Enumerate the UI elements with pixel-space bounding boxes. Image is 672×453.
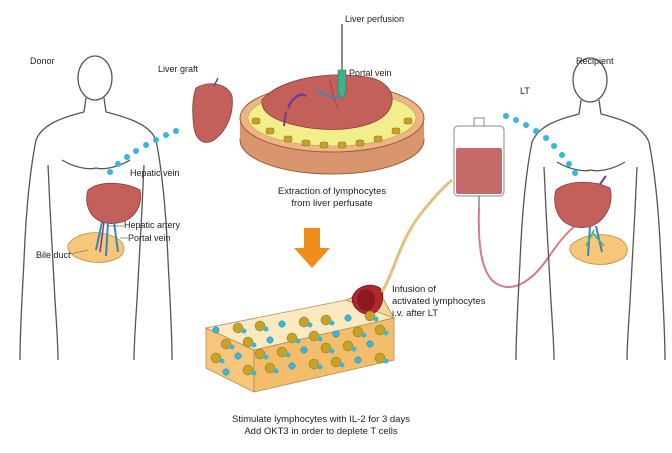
- cell-blue: [230, 345, 235, 350]
- cell-gold: [221, 339, 231, 349]
- extraction-caption-line-1: Extraction of lymphocytes: [232, 186, 432, 198]
- stimulation-caption-line-1: Stimulate lymphocytes with IL-2 for 3 da…: [156, 414, 486, 426]
- cell-blue: [384, 359, 389, 364]
- perfusion-dish: [240, 75, 424, 174]
- perfusion-needle: [338, 24, 346, 100]
- bile-duct-label: Bile duct: [36, 250, 71, 261]
- recipient-label: Recipient: [576, 56, 614, 67]
- portal-vein-left-label: Portal vein: [128, 233, 171, 244]
- extraction-caption-line-2: from liver perfusate: [232, 198, 432, 210]
- cell-blue: [340, 363, 345, 368]
- cell-blue: [345, 315, 351, 321]
- cell-gold: [255, 349, 265, 359]
- cell-gold: [243, 337, 253, 347]
- cell-blue: [301, 347, 307, 353]
- cell-gold: [353, 327, 363, 337]
- cell-gold: [211, 353, 221, 363]
- infusion-caption-line-1: Infusion of: [392, 284, 522, 296]
- cell-blue: [330, 349, 335, 354]
- hepatic-vein-label: Hepatic vein: [130, 168, 180, 179]
- cell-gold: [375, 353, 385, 363]
- infusion-caption: Infusion of activated lymphocytes i.v. a…: [392, 284, 522, 320]
- cell-blue: [286, 353, 291, 358]
- perfused-liver: [262, 75, 392, 130]
- cell-gold: [343, 341, 353, 351]
- extraction-caption: Extraction of lymphocytes from liver per…: [232, 186, 432, 210]
- cell-blue: [362, 333, 367, 338]
- stimulation-caption: Stimulate lymphocytes with IL-2 for 3 da…: [156, 414, 486, 438]
- cell-blue: [274, 369, 279, 374]
- cell-blue: [252, 343, 257, 348]
- cell-blue: [330, 321, 335, 326]
- cell-gold: [375, 325, 385, 335]
- cell-blue: [355, 357, 361, 363]
- cell-blue: [213, 327, 219, 333]
- cell-gold: [321, 343, 331, 353]
- cell-blue: [252, 371, 257, 376]
- cell-blue: [374, 317, 379, 322]
- infusion-caption-line-3: i.v. after LT: [392, 308, 522, 320]
- liver-graft-label: Liver graft: [158, 64, 198, 75]
- cell-gold: [265, 363, 275, 373]
- cell-gold: [331, 357, 341, 367]
- liver-perfusion-label: Liver perfusion: [345, 14, 404, 25]
- cell-blue: [235, 353, 241, 359]
- hepatic-artery-label: Hepatic artery: [124, 220, 180, 231]
- cell-blue: [242, 329, 247, 334]
- cell-blue: [318, 337, 323, 342]
- donor-label: Donor: [30, 56, 55, 67]
- donor-liver: [87, 183, 141, 223]
- culture-flask: [206, 285, 394, 392]
- recipient-liver: [555, 182, 611, 227]
- cell-gold: [277, 347, 287, 357]
- cell-blue: [318, 365, 323, 370]
- cell-gold: [255, 321, 265, 331]
- portal-vein-top-label: Portal vein: [349, 68, 392, 79]
- cell-blue: [308, 323, 313, 328]
- infusion-caption-line-2: activated lymphocytes: [392, 296, 522, 308]
- cell-gold: [243, 365, 253, 375]
- lt-label: LT: [520, 86, 530, 97]
- cell-gold: [321, 315, 331, 325]
- cell-blue: [333, 331, 339, 337]
- cell-blue: [384, 331, 389, 336]
- cell-gold: [309, 331, 319, 341]
- cell-blue: [296, 339, 301, 344]
- iv-bag: [454, 118, 504, 208]
- cell-blue: [279, 321, 285, 327]
- cell-blue: [264, 355, 269, 360]
- liver-graft: [193, 84, 233, 143]
- cell-blue: [289, 363, 295, 369]
- cell-blue: [220, 359, 225, 364]
- process-down-arrow: [294, 228, 330, 268]
- cell-gold: [299, 317, 309, 327]
- cell-blue: [264, 327, 269, 332]
- cell-gold: [287, 333, 297, 343]
- cell-blue: [367, 341, 373, 347]
- cell-gold: [365, 311, 375, 321]
- stimulation-caption-line-2: Add OKT3 in order to deplete T cells: [156, 426, 486, 438]
- cell-gold: [233, 323, 243, 333]
- cell-gold: [309, 359, 319, 369]
- cell-blue: [267, 337, 273, 343]
- cell-blue: [352, 347, 357, 352]
- cell-blue: [223, 369, 229, 375]
